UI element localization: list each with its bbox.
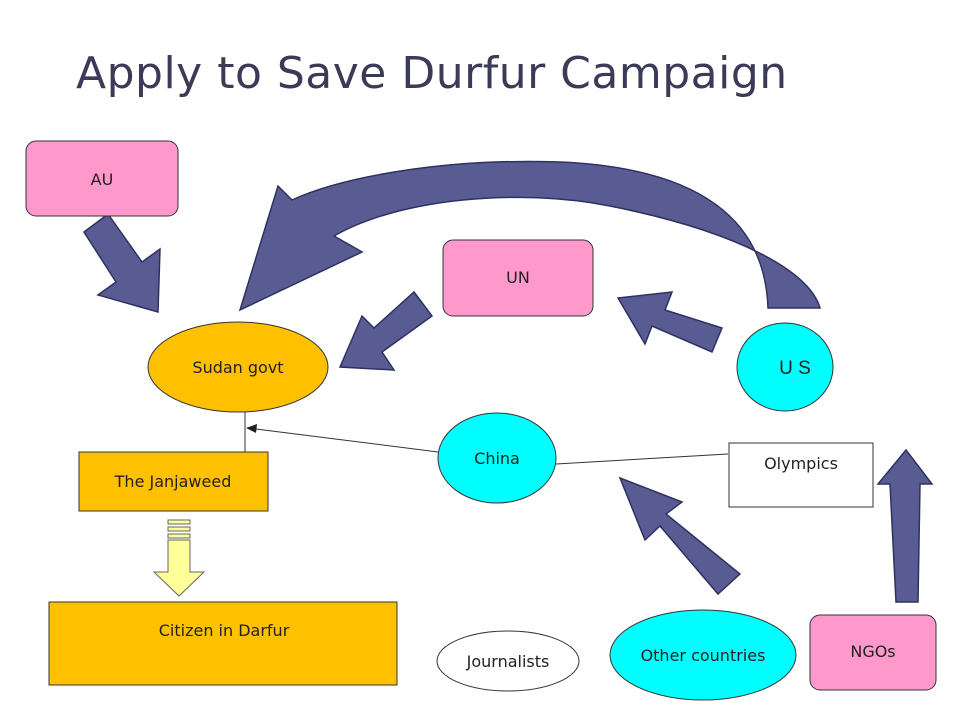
node-sudan-govt-label: Sudan govt xyxy=(192,358,283,377)
node-us: U S xyxy=(736,322,834,412)
node-un-label: UN xyxy=(506,268,530,287)
arrow-ngos-to-us xyxy=(876,448,934,603)
node-other-countries-label: Other countries xyxy=(641,646,766,665)
node-other-countries: Other countries xyxy=(609,609,797,701)
node-janjaweed: The Janjaweed xyxy=(78,451,269,512)
node-ngos: NGOs xyxy=(809,614,937,691)
line-china-to-olympics xyxy=(555,453,729,465)
node-citizen-label: Citizen in Darfur xyxy=(159,621,290,640)
node-au-label: AU xyxy=(91,170,114,189)
curved-arrow-us-to-sudan xyxy=(238,160,821,312)
node-ngos-label: NGOs xyxy=(850,642,895,661)
node-sudan-govt: Sudan govt xyxy=(147,321,329,413)
arrow-janjaweed-to-citizen xyxy=(152,519,206,597)
node-un: UN xyxy=(442,239,594,317)
node-journalists: Journalists xyxy=(436,630,580,692)
node-olympics-label: Olympics xyxy=(764,454,838,473)
line-china-to-sudan xyxy=(255,428,439,453)
page-title: Apply to Save Durfur Campaign xyxy=(76,48,788,99)
node-citizen: Citizen in Darfur xyxy=(48,601,398,686)
node-journalists-label: Journalists xyxy=(466,652,550,671)
node-olympics: Olympics xyxy=(728,442,874,508)
node-au: AU xyxy=(25,140,179,217)
arrow-other-countries-to-china xyxy=(618,476,742,596)
arrowhead-china-to-sudan xyxy=(246,424,257,433)
node-china-label: China xyxy=(474,449,520,468)
node-china: China xyxy=(437,412,557,504)
node-us-label: U S xyxy=(779,358,811,379)
node-janjaweed-label: The Janjaweed xyxy=(114,472,232,491)
arrow-au-to-sudan xyxy=(82,212,161,313)
arrow-us-to-un xyxy=(616,291,724,353)
arrow-un-to-sudan xyxy=(338,290,434,371)
